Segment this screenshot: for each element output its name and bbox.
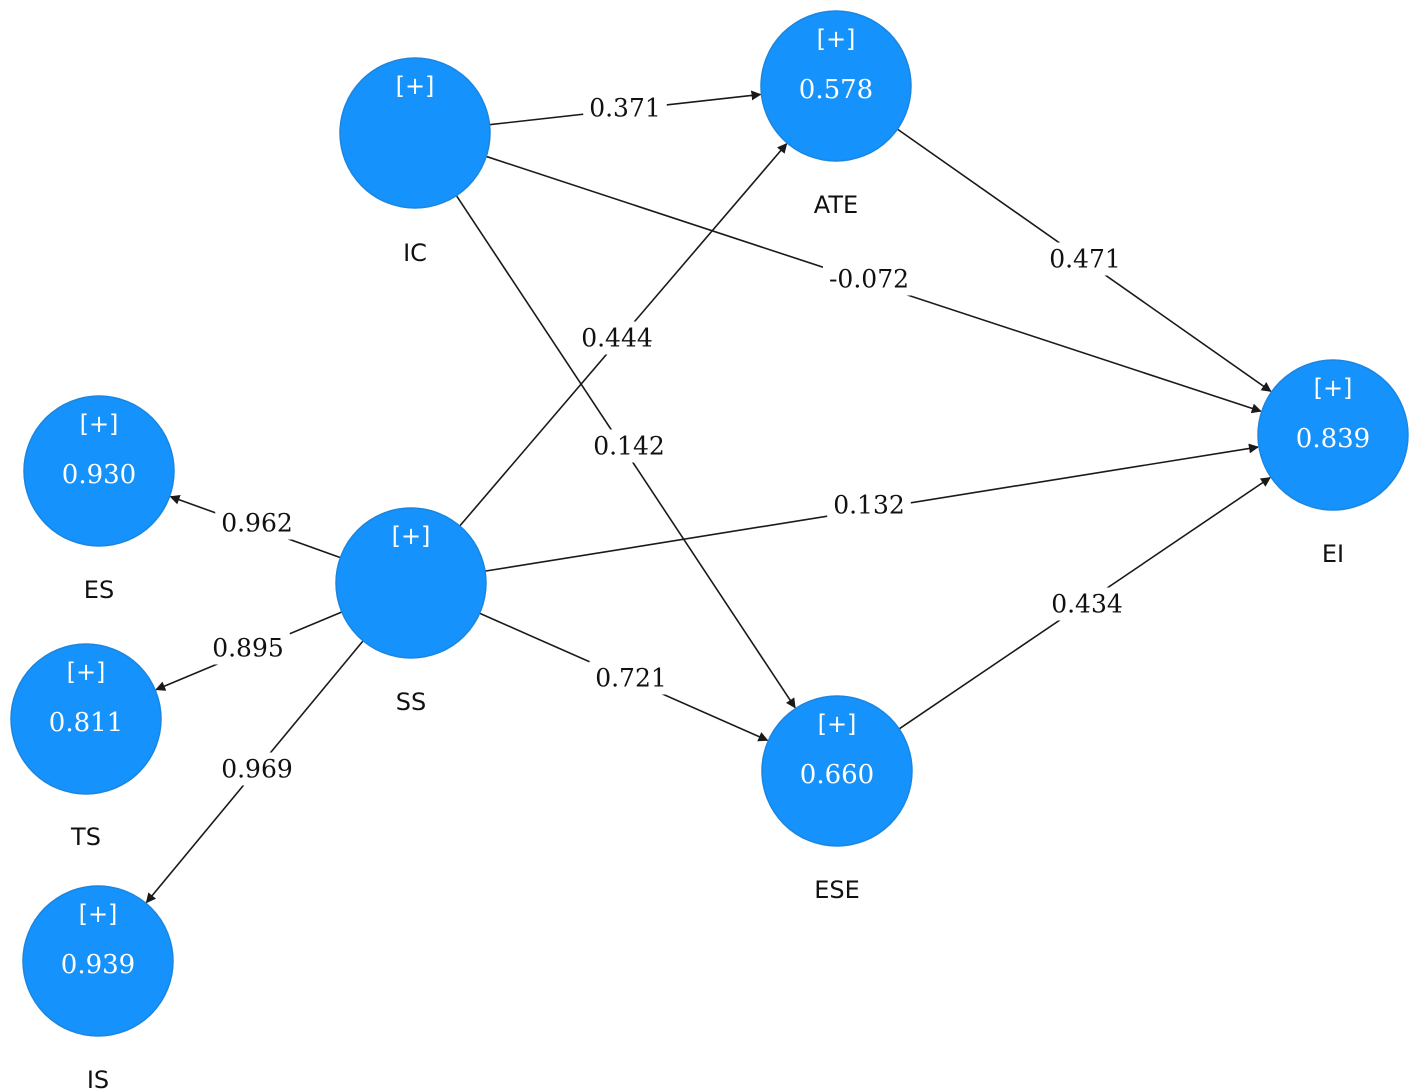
path-coefficient-backdrop: [206, 631, 290, 665]
path-coefficient-ss-to-ts: 0.895: [212, 634, 284, 663]
path-coefficient-backdrop: [575, 321, 659, 355]
path-coefficient-backdrop: [587, 429, 671, 463]
construct-circle-ic[interactable]: [339, 57, 491, 209]
construct-label-ei: EI: [1322, 540, 1344, 568]
path-coefficient-ic-to-ate: 0.371: [589, 94, 661, 123]
path-coefficient-backdrop: [827, 488, 911, 522]
path-coefficient-backdrop: [1045, 587, 1129, 621]
expand-icon[interactable]: [+]: [392, 522, 431, 550]
expand-icon[interactable]: [+]: [67, 658, 106, 686]
r-squared-value-ese: 0.660: [800, 760, 874, 790]
path-coefficient-backdrop: [215, 506, 299, 540]
construct-circle-ss[interactable]: [335, 507, 487, 659]
r-squared-value-ate: 0.578: [799, 75, 873, 105]
construct-circle-is[interactable]: [22, 885, 174, 1037]
nodes-layer: [+]IC[+]0.578ATE[+]0.839EI[+]SS[+]0.660E…: [10, 10, 1409, 1090]
r-squared-value-is: 0.939: [61, 950, 135, 980]
path-coefficient-backdrop: [215, 752, 299, 786]
construct-label-ts: TS: [70, 823, 101, 851]
path-coefficient-ate-to-ei: 0.471: [1049, 245, 1121, 274]
expand-icon[interactable]: [+]: [817, 25, 856, 53]
path-coefficient-ss-to-es: 0.962: [221, 509, 293, 538]
path-coefficient-backdrop: [1043, 242, 1127, 276]
construct-label-is: IS: [87, 1066, 109, 1090]
expand-icon[interactable]: [+]: [79, 900, 118, 928]
construct-label-ese: ESE: [814, 876, 860, 904]
r-squared-value-ts: 0.811: [49, 708, 123, 738]
path-coefficient-ss-to-is: 0.969: [221, 755, 293, 784]
expand-icon[interactable]: [+]: [396, 72, 435, 100]
edge-labels-layer: 0.371 -0.072 0.142 0.471 0.444 0.132 0.721 0.43…: [206, 91, 1129, 786]
construct-node-ss[interactable]: [+] SS: [335, 507, 487, 716]
path-coefficient-ss-to-ate: 0.444: [581, 324, 653, 353]
path-coefficient-ic-to-ei: -0.072: [829, 265, 909, 294]
path-coefficient-backdrop: [589, 661, 673, 695]
construct-circle-ei[interactable]: [1257, 359, 1409, 511]
construct-circle-ts[interactable]: [10, 643, 162, 795]
path-coefficient-backdrop: [822, 262, 916, 296]
construct-circle-ese[interactable]: [761, 695, 913, 847]
expand-icon[interactable]: [+]: [818, 710, 857, 738]
r-squared-value-ei: 0.839: [1296, 424, 1370, 454]
construct-label-ic: IC: [403, 239, 427, 267]
path-coefficient-ese-to-ei: 0.434: [1051, 590, 1123, 619]
construct-node-ic[interactable]: [+] IC: [339, 57, 491, 267]
construct-label-es: ES: [84, 576, 114, 604]
construct-label-ate: ATE: [814, 191, 858, 219]
expand-icon[interactable]: [+]: [1314, 374, 1353, 402]
r-squared-value-es: 0.930: [62, 460, 136, 490]
construct-circle-ate[interactable]: [760, 10, 912, 162]
expand-icon[interactable]: [+]: [80, 410, 119, 438]
path-coefficient-ic-to-ese: 0.142: [593, 432, 665, 461]
path-coefficient-ss-to-ese: 0.721: [595, 664, 667, 693]
construct-circle-es[interactable]: [23, 395, 175, 547]
edges-layer: [145, 90, 1272, 904]
construct-label-ss: SS: [396, 688, 426, 716]
path-coefficient-backdrop: [583, 91, 667, 125]
path-coefficient-ss-to-ei: 0.132: [833, 491, 905, 520]
